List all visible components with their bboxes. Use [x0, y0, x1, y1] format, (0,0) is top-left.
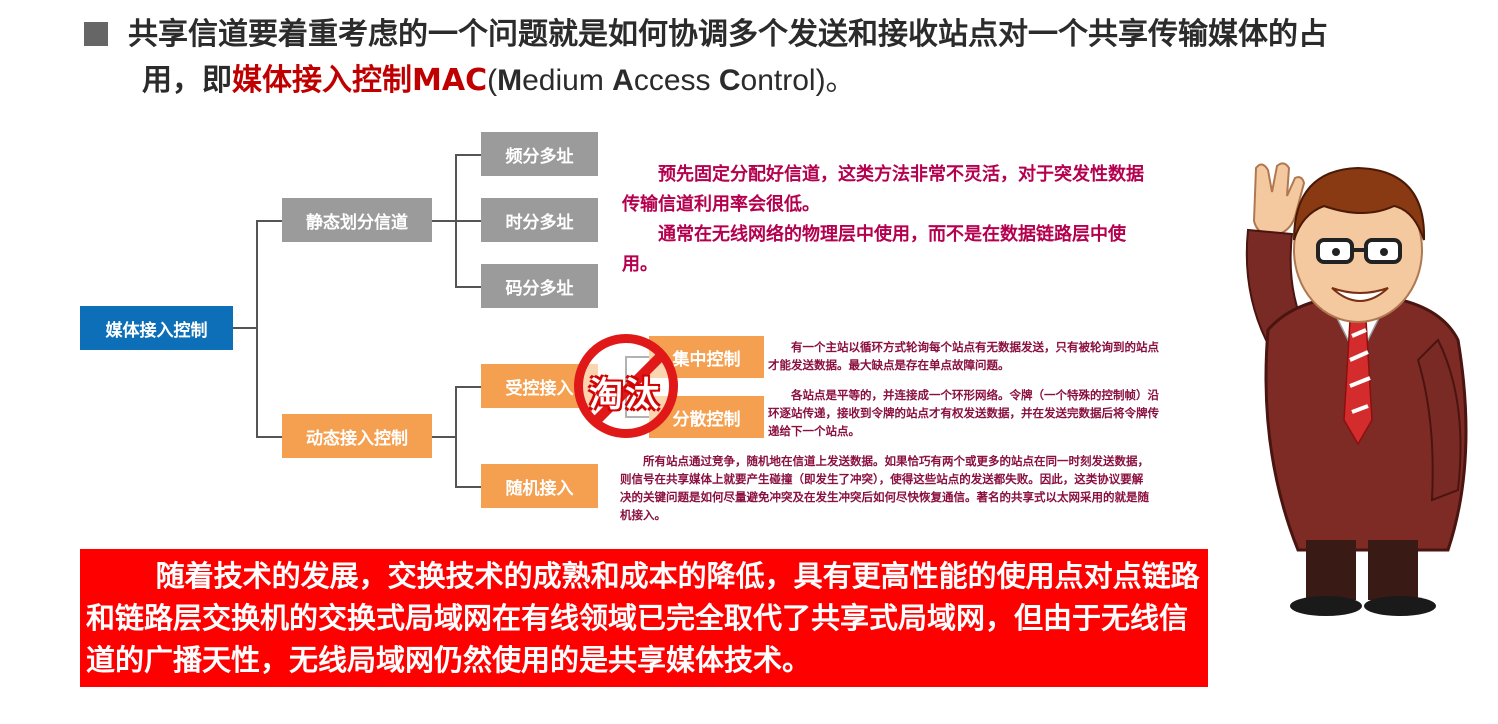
acronym-edium: edium	[522, 64, 613, 97]
banner-text: 随着技术的发展，交换技术的成熟和成本的降低，具有更高性能的使用点对点链路和链路层…	[86, 559, 1200, 677]
connector-tdma	[455, 220, 481, 222]
distributed-note-text: 各站点是平等的，并连接成一个环形网络。令牌（一个特殊的控制帧）沿环逐站传递，接收…	[768, 388, 1159, 438]
distributed-control-note: 各站点是平等的，并连接成一个环形网络。令牌（一个特殊的控制帧）沿环逐站传递，接收…	[768, 386, 1160, 440]
central-note-text: 有一个主站以循环方式轮询每个站点有无数据发送，只有被轮询到的站点才能发送数据。最…	[768, 340, 1159, 372]
obsolete-stamp: 淘汰	[574, 334, 678, 438]
heading-line-1: 共享信道要着重考虑的一个问题就是如何协调多个发送和接收站点对一个共享传输媒体的占	[84, 12, 1474, 58]
static-allocation-node: 静态划分信道	[282, 198, 432, 242]
connector-fdma	[455, 154, 481, 156]
teacher-illustration-icon	[1245, 162, 1468, 616]
random-note-text: 所有站点通过竞争，随机地在信道上发送数据。如果恰巧有两个或更多的站点在同一时刻发…	[620, 454, 1149, 522]
static-note-2: 通常在无线网络的物理层中使用，而不是在数据链路层中使用。	[622, 224, 1126, 275]
connector-dynamic-trunk	[455, 386, 457, 488]
heading-acronym: (Medium Access Control)。	[487, 64, 855, 97]
static-note-1: 预先固定分配好信道，这类方法非常不灵活，对于突发性数据传输信道利用率会很低。	[622, 164, 1144, 215]
acronym-ccess: ccess	[633, 64, 719, 97]
heading-text-1: 共享信道要着重考虑的一个问题就是如何协调多个发送和接收站点对一个共享传输媒体的占	[128, 17, 1328, 52]
connector-cdma	[455, 286, 481, 288]
root-node: 媒体接入控制	[80, 306, 233, 350]
random-access-node: 随机接入	[481, 464, 598, 508]
fdma-node: 频分多址	[481, 132, 598, 176]
square-bullet-icon	[84, 22, 108, 46]
static-notes: 预先固定分配好信道，这类方法非常不灵活，对于突发性数据传输信道利用率会很低。 通…	[622, 160, 1154, 280]
heading-highlight: 媒体接入控制MAC	[232, 63, 488, 98]
acronym-m: M	[497, 64, 523, 97]
acronym-c: C	[718, 64, 741, 97]
connector-dynamic	[256, 436, 282, 438]
central-control-note: 有一个主站以循环方式轮询每个站点有无数据发送，只有被轮询到的站点才能发送数据。最…	[768, 338, 1160, 374]
random-access-note: 所有站点通过竞争，随机地在信道上发送数据。如果恰巧有两个或更多的站点在同一时刻发…	[620, 452, 1150, 524]
connector-static-out	[432, 220, 456, 222]
acronym-close: )。	[815, 64, 856, 97]
stamp-text: 淘汰	[589, 375, 661, 415]
conclusion-banner: 随着技术的发展，交换技术的成熟和成本的降低，具有更高性能的使用点对点链路和链路层…	[80, 549, 1208, 687]
connector-dynamic-out	[432, 436, 456, 438]
cdma-node: 码分多址	[481, 264, 598, 308]
connector-root	[233, 327, 257, 329]
acronym-a: A	[612, 64, 634, 97]
heading-prefix: 用，即	[142, 63, 232, 98]
acronym-open: (	[487, 64, 498, 97]
dynamic-access-node: 动态接入控制	[282, 414, 432, 458]
slide-heading: 共享信道要着重考虑的一个问题就是如何协调多个发送和接收站点对一个共享传输媒体的占…	[84, 12, 1474, 104]
tdma-node: 时分多址	[481, 198, 598, 242]
connector-root-trunk	[256, 220, 258, 438]
connector-controlled	[455, 386, 481, 388]
connector-random	[455, 486, 481, 488]
acronym-ontrol: ontrol	[740, 64, 816, 97]
connector-static	[256, 220, 282, 222]
heading-line-2: 用，即媒体接入控制MAC(Medium Access Control)。	[84, 58, 1474, 104]
